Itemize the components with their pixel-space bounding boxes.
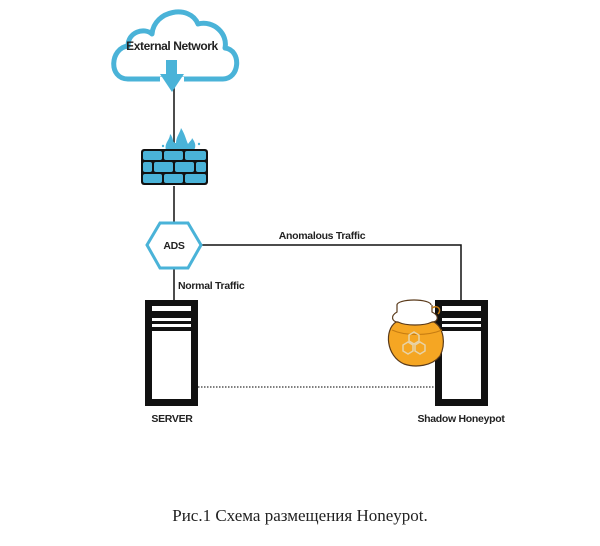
normal-traffic-label: Normal Traffic bbox=[178, 280, 245, 292]
honey-jar-icon bbox=[387, 299, 444, 367]
cloud-icon bbox=[111, 9, 240, 92]
edge-anomalous-traffic bbox=[200, 244, 462, 300]
cloud-label: External Network bbox=[126, 39, 218, 53]
honeypot-server-icon bbox=[435, 300, 488, 406]
ads-label: ADS bbox=[163, 240, 185, 252]
server-icon bbox=[145, 300, 198, 406]
figure-caption: Рис.1 Схема размещения Honeypot. bbox=[172, 506, 428, 525]
honeypot-label: Shadow Honeypot bbox=[417, 413, 505, 425]
anomalous-traffic-label: Anomalous Traffic bbox=[279, 230, 366, 242]
server-label: SERVER bbox=[151, 413, 193, 425]
firewall-icon bbox=[141, 128, 208, 185]
ads-hexagon bbox=[145, 221, 203, 270]
